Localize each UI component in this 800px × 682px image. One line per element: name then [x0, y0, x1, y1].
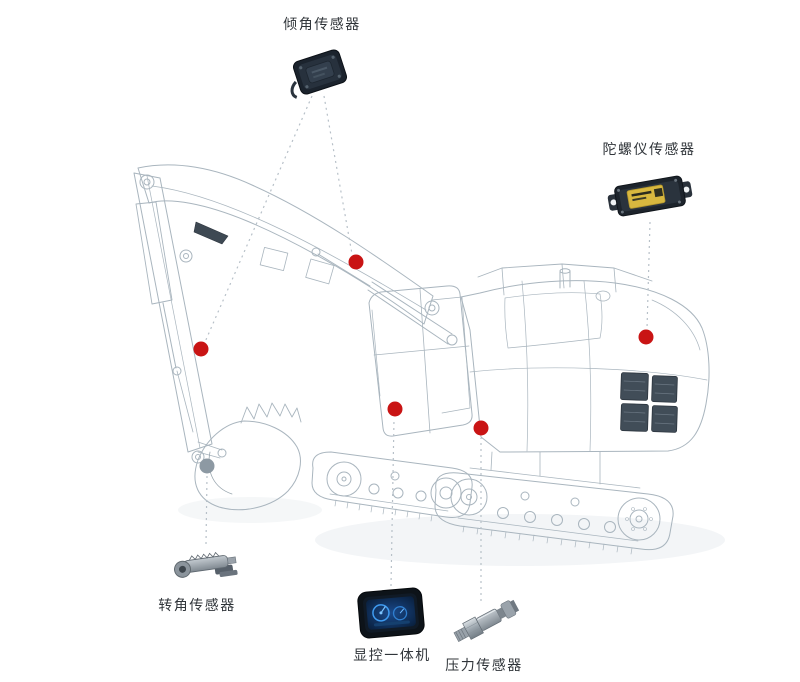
label-gyro-sensor: 陀螺仪传感器 — [602, 141, 696, 157]
label-rotation-sensor: 转角传感器 — [158, 597, 236, 613]
upper-body — [460, 263, 710, 453]
bucket — [194, 402, 302, 511]
label-tilt-sensor: 倾角传感器 — [283, 16, 361, 32]
cab — [368, 285, 473, 437]
marker-pressure — [473, 420, 489, 436]
marker-gyro — [638, 329, 654, 345]
grille-panels — [620, 372, 678, 433]
ground-shadow — [315, 514, 725, 566]
bucket-shadow — [178, 497, 322, 523]
arm — [133, 172, 227, 464]
gyroscope-sensor-icon — [607, 175, 693, 217]
track-front — [311, 451, 473, 522]
boom — [137, 164, 458, 346]
undercarriage — [311, 451, 674, 555]
marker-rotation — [199, 458, 215, 474]
tilt-sensor-icon — [290, 49, 348, 99]
marker-tilt-arm — [193, 341, 209, 357]
track-rear — [434, 472, 674, 555]
connector-line-tilt-arm — [204, 95, 313, 343]
label-pressure-sensor: 压力传感器 — [445, 657, 523, 673]
rotation-sensor-icon — [174, 551, 238, 578]
marker-display — [387, 401, 403, 417]
connector-line-gyro — [646, 221, 651, 330]
label-display-unit: 显控一体机 — [353, 647, 431, 663]
pressure-sensor-icon — [453, 599, 520, 642]
marker-tilt-boom — [348, 254, 364, 270]
excavator-wireframe — [133, 164, 725, 566]
display-unit-icon — [357, 587, 425, 639]
sensor-markers — [193, 254, 654, 474]
connector-line-tilt-boom — [323, 95, 353, 255]
connector-line-display — [390, 418, 395, 587]
connector-lines — [204, 95, 651, 601]
